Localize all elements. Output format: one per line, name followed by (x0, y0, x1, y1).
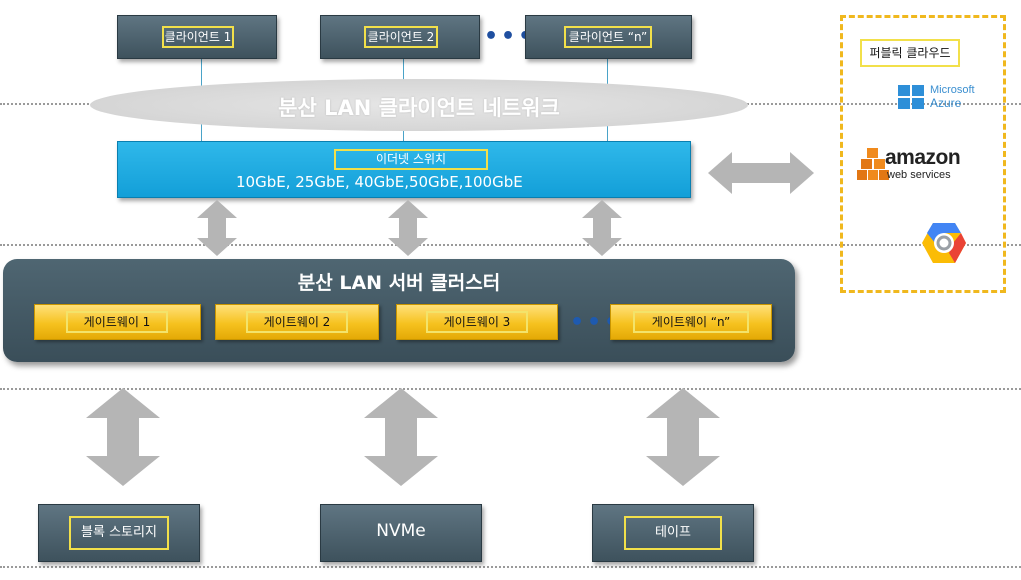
client-network-label: 분산 LAN 클라이언트 네트워크 (278, 96, 560, 120)
gateway-box-n: 게이트웨이 “n” (610, 304, 772, 340)
server-cluster: 분산 LAN 서버 클러스터 게이트웨이 1 게이트웨이 2 게이트웨이 3 •… (3, 259, 795, 362)
client-label: 클라이언트 1 (162, 26, 234, 48)
bidirectional-arrow-icon (582, 200, 622, 256)
bidirectional-arrow-icon (86, 388, 160, 486)
bidirectional-arrow-icon (708, 152, 814, 194)
client-network-ellipse: 분산 LAN 클라이언트 네트워크 (90, 79, 748, 131)
gateway-box-1: 게이트웨이 1 (34, 304, 201, 340)
client-label: 클라이언트 “n” (564, 26, 652, 48)
gateway-box-2: 게이트웨이 2 (215, 304, 379, 340)
gateway-label: 게이트웨이 2 (246, 311, 348, 333)
switch-label: 이더넷 스위치 (334, 149, 488, 170)
client-box-n: 클라이언트 “n” (525, 15, 692, 59)
gateway-box-3: 게이트웨이 3 (396, 304, 558, 340)
public-cloud-title: 퍼블릭 클라우드 (860, 39, 960, 67)
storage-label: NVMe (376, 521, 426, 541)
gateway-label: 게이트웨이 1 (66, 311, 168, 333)
ellipsis-dots: ••• (484, 24, 536, 49)
aws-text-line2: web services (887, 169, 951, 181)
aws-logo: amazon web services (857, 146, 987, 186)
aws-text-line1: amazon (885, 146, 961, 169)
ethernet-switch: 이더넷 스위치 10GbE, 25GbE, 40GbE,50GbE,100GbE (117, 141, 691, 198)
bidirectional-arrow-icon (388, 200, 428, 256)
cluster-title: 분산 LAN 서버 클러스터 (297, 272, 501, 294)
bidirectional-arrow-icon (646, 388, 720, 486)
storage-tape: 테이프 (592, 504, 754, 562)
gateway-label: 게이트웨이 3 (426, 311, 528, 333)
switch-speeds: 10GbE, 25GbE, 40GbE,50GbE,100GbE (236, 173, 523, 191)
divider-line (0, 244, 1021, 246)
divider-line (0, 388, 1021, 390)
bidirectional-arrow-icon (364, 388, 438, 486)
azure-logo: Microsoft Azure (898, 82, 998, 112)
storage-label: 테이프 (624, 516, 722, 550)
client-box-1: 클라이언트 1 (117, 15, 277, 59)
client-label: 클라이언트 2 (364, 26, 438, 48)
azure-text-line2: Azure (930, 96, 962, 110)
storage-nvme: NVMe (320, 504, 482, 562)
public-cloud-group: 퍼블릭 클라우드 Microsoft Azure amazon web serv… (840, 15, 1006, 293)
storage-label: 블록 스토리지 (69, 516, 169, 550)
aws-boxes-icon (857, 148, 889, 180)
divider-line (0, 566, 1021, 568)
google-cloud-icon (922, 223, 966, 263)
azure-text-line1: Microsoft (930, 84, 975, 96)
windows-icon (898, 85, 924, 109)
gateway-label: 게이트웨이 “n” (633, 311, 749, 333)
client-box-2: 클라이언트 2 (320, 15, 480, 59)
storage-block: 블록 스토리지 (38, 504, 200, 562)
bidirectional-arrow-icon (197, 200, 237, 256)
